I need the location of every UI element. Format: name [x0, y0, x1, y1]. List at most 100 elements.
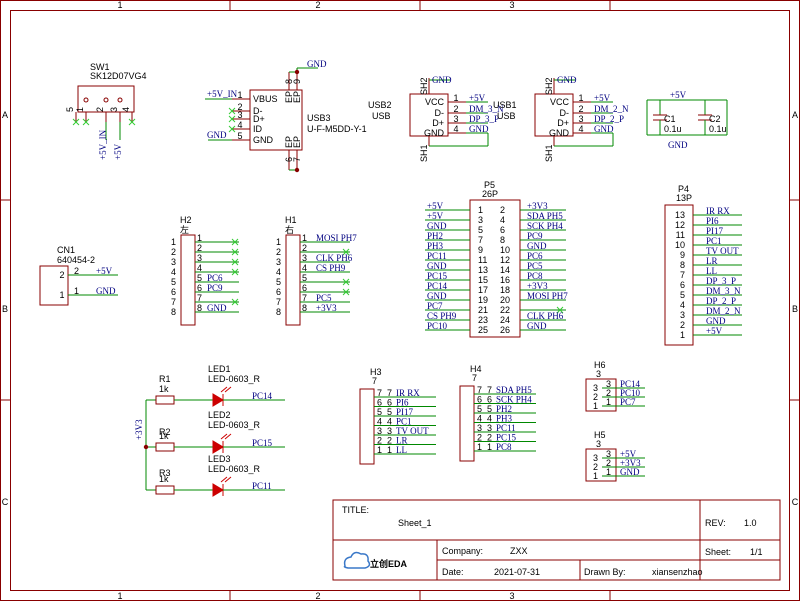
p5-pin-num: 11 — [478, 255, 487, 265]
sw1-pin-num: 4 — [121, 107, 131, 112]
no-connect-mark — [82, 118, 90, 126]
net-label: MOSI PH7 — [316, 233, 357, 243]
net-label: +5V — [706, 326, 723, 336]
frame-row-label: A — [792, 110, 798, 120]
net-label: PH2 — [427, 231, 443, 241]
sw1-pin-num: 2 — [95, 107, 105, 112]
p4-pin-num: 5 — [680, 290, 685, 300]
net-label: PH3 — [427, 241, 444, 251]
net-label: IR RX — [396, 388, 420, 398]
led-array: +3V3R11kLED1LED-0603_RPC14R21kLED2LED-06… — [134, 364, 285, 497]
usb3-pin-num: 2 — [237, 102, 242, 112]
led-ray — [224, 386, 232, 393]
net-label: GND — [307, 59, 327, 69]
h6-pin-num: 3 — [593, 383, 598, 393]
net-label: PI17 — [706, 226, 724, 236]
led-symbol — [212, 483, 224, 497]
usb2-pin-name: VCC — [425, 97, 445, 107]
net-label: +5V — [113, 143, 123, 160]
h1-pin-num: 7 — [276, 297, 281, 307]
junction-dot — [294, 167, 300, 173]
p5-pin-num: 23 — [478, 315, 488, 325]
no-connect-stroke — [72, 118, 80, 126]
net-label: +3V3 — [527, 281, 548, 291]
junction-dot — [294, 69, 300, 75]
h5-ref: H5 — [594, 430, 606, 440]
h6-body — [585, 378, 617, 412]
net-label: GND — [706, 316, 726, 326]
h5-pin-num: 2 — [593, 462, 598, 472]
net-label: PC9 — [527, 231, 543, 241]
p4-pin-num: 9 — [680, 250, 685, 260]
h3-pin-num: 7 — [377, 388, 382, 398]
h4-ref: H4 — [470, 364, 482, 374]
no-connect-stroke — [231, 298, 239, 306]
h1-pin-num: 2 — [276, 247, 281, 257]
net-label: PC7 — [427, 301, 443, 311]
sw1-contact — [103, 97, 109, 103]
title-value: Sheet_1 — [398, 518, 432, 528]
sheet-label: Sheet: — [705, 547, 731, 557]
no-connect-stroke — [128, 118, 136, 126]
no-connect-mark — [556, 306, 564, 314]
h3-pin-num: 7 — [387, 388, 392, 398]
p5-pin-num: 9 — [478, 245, 483, 255]
p5-pin-num: 17 — [478, 285, 488, 295]
led-symbol — [212, 440, 224, 454]
usb3-ep-num: 6 — [284, 157, 294, 162]
net-label: TV OUT — [396, 426, 429, 436]
usb2-sh: SH1 — [419, 144, 429, 162]
frame-row-label: C — [2, 497, 9, 507]
p5-pin-num: 4 — [500, 215, 505, 225]
h4-pin-num: 3 — [487, 423, 492, 433]
net-label: LL — [396, 445, 407, 455]
no-connect-mark — [231, 258, 239, 266]
net-label: PC1 — [706, 236, 722, 246]
usb3-pin-name: D- — [253, 106, 263, 116]
cn1-ref: CN1 — [57, 245, 75, 255]
p5-body — [469, 199, 521, 338]
net-label: PC6 — [527, 251, 543, 261]
p4-pin-num: 10 — [675, 240, 685, 250]
usb3-ep-num: 7 — [292, 157, 302, 162]
no-connect-stroke — [228, 125, 236, 133]
h4-value: 7 — [472, 373, 477, 383]
h2-pin-num: 5 — [197, 273, 202, 283]
resistor-body — [155, 485, 175, 495]
no-connect-mark — [342, 248, 350, 256]
h6-pin-num: 3 — [606, 379, 611, 389]
no-connect-stroke — [228, 107, 236, 115]
h4-pin-num: 5 — [487, 404, 492, 414]
h1-value: 右 — [285, 224, 294, 235]
net-label: GND — [427, 261, 447, 271]
net-label: GND — [527, 321, 547, 331]
net-label: PC14 — [427, 281, 448, 291]
usb1-value: USB — [497, 111, 516, 121]
h1-pin-num: 3 — [302, 253, 307, 263]
sw1-contact — [83, 97, 89, 103]
usb2-pin-name: D+ — [432, 118, 444, 128]
p4-pin-num: 7 — [680, 270, 685, 280]
p4-pin-num: 8 — [680, 260, 685, 270]
net-label: PC15 — [496, 433, 517, 443]
usb2-value: USB — [372, 111, 391, 121]
cloud-logo-icon — [343, 551, 371, 569]
net-label: +3V3 — [527, 201, 548, 211]
usb1-pin-name: D+ — [557, 118, 569, 128]
no-connect-stroke — [231, 268, 239, 276]
sw1-pin-num: 3 — [109, 107, 119, 112]
title-label: TITLE: — [342, 505, 369, 515]
usb2-ref: USB2 — [368, 100, 392, 110]
usb3-pin-num: 3 — [237, 110, 242, 120]
usb1-pin-name: D- — [560, 108, 570, 118]
h2-pin-num: 4 — [197, 263, 202, 273]
h1-pin-num: 3 — [276, 257, 281, 267]
led-ray — [220, 433, 228, 440]
no-connect-mark — [231, 298, 239, 306]
net-label: DP_2_P — [594, 114, 624, 124]
usb3-ref: USB3 — [307, 113, 331, 123]
company-value: ZXX — [510, 546, 528, 556]
h1-pin-num: 7 — [302, 293, 307, 303]
